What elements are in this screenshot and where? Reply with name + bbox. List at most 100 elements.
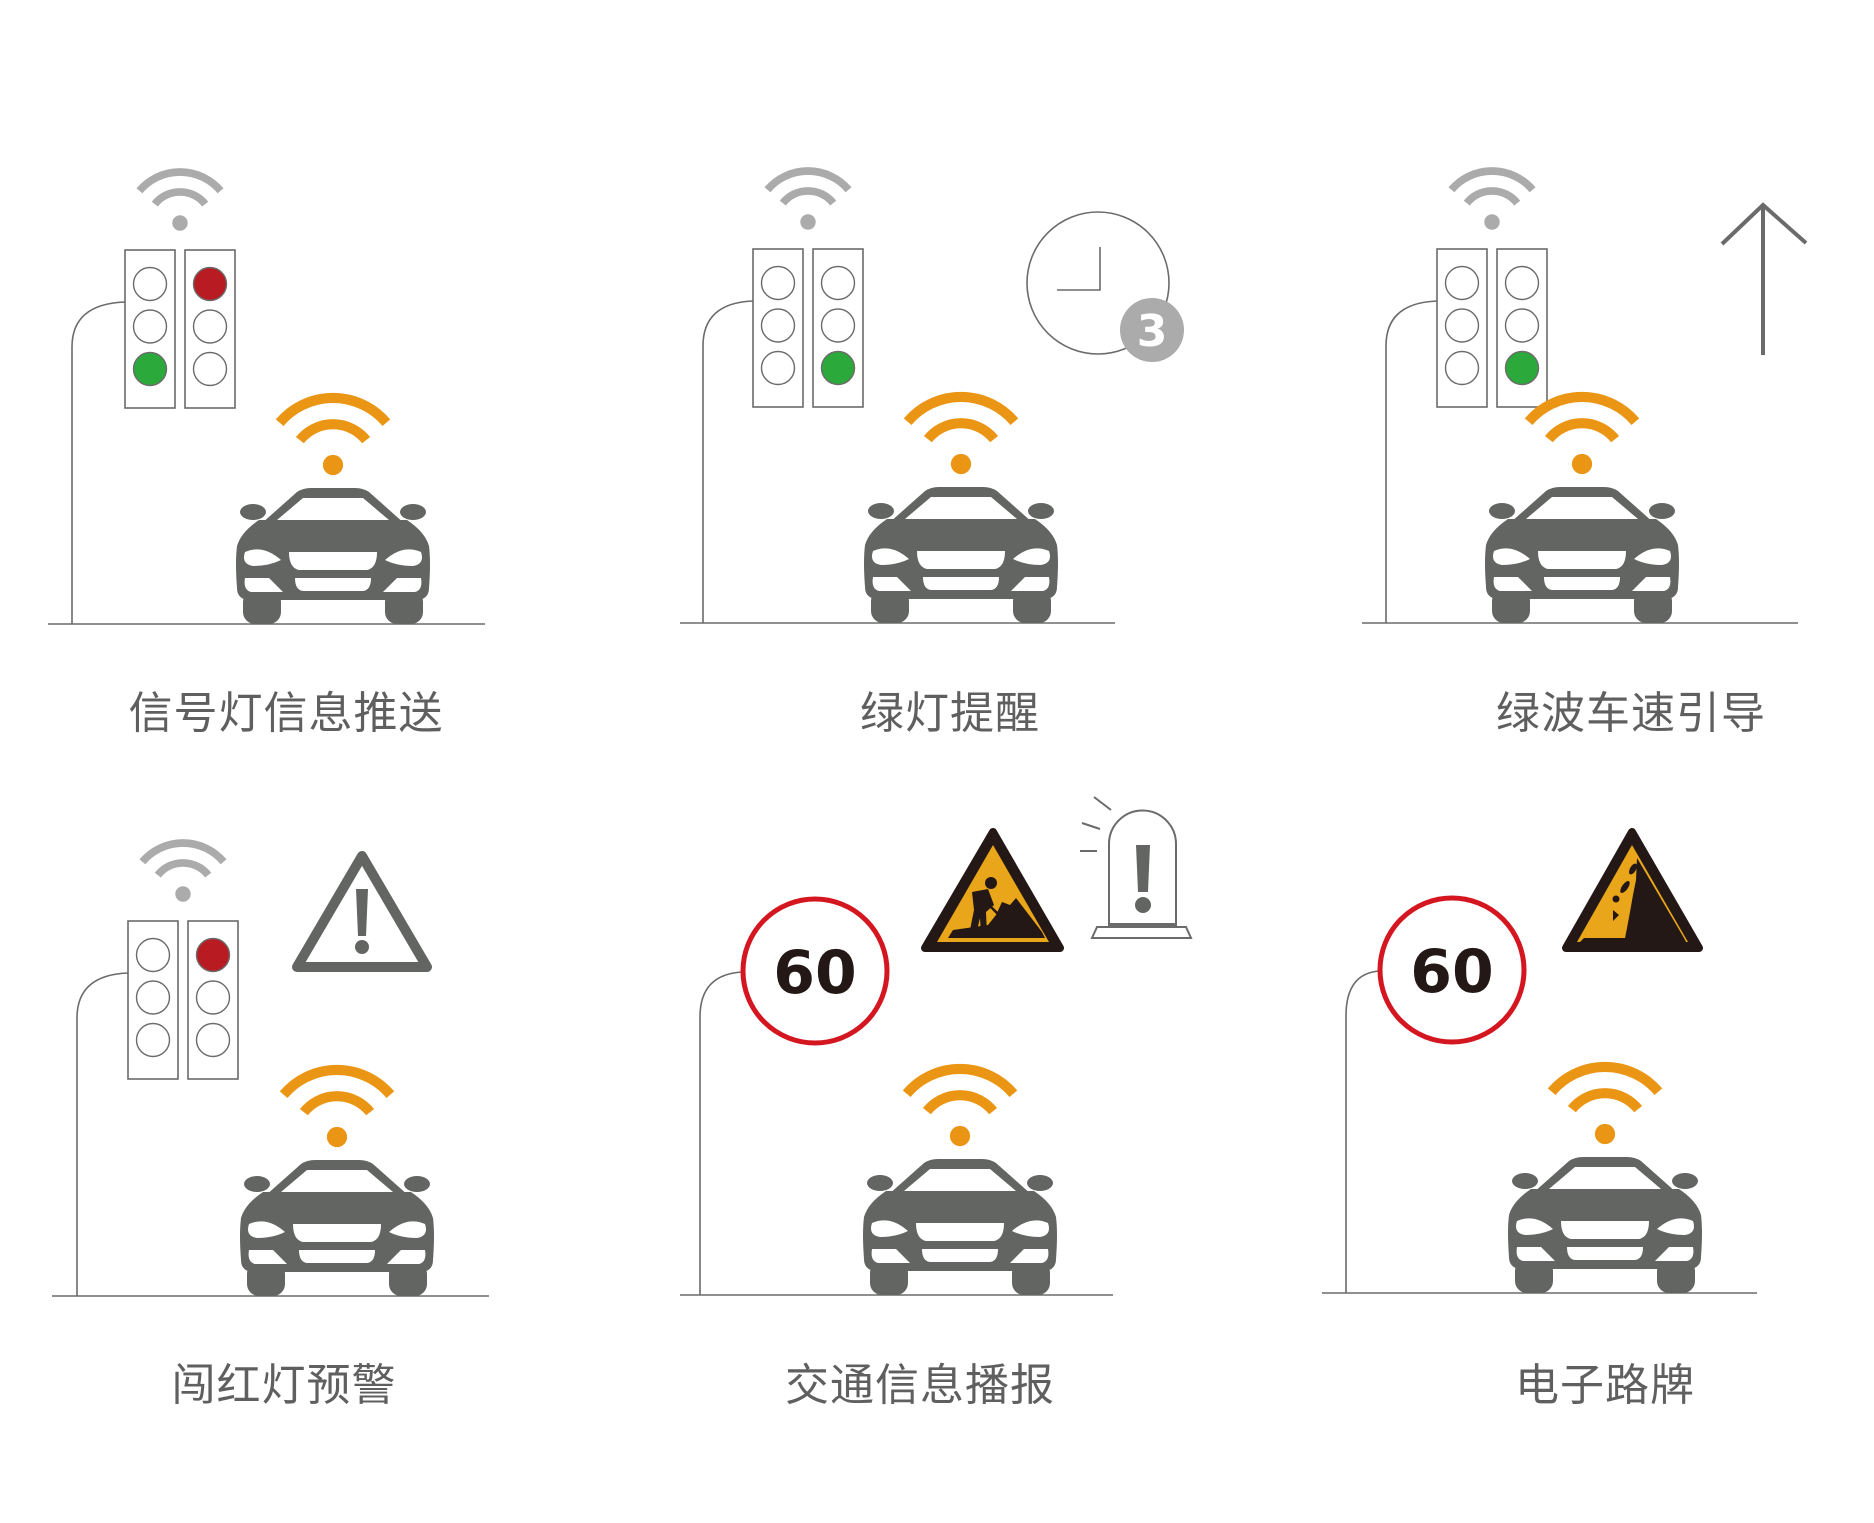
signal-lamp-off (195, 980, 231, 1015)
wifi-arc-inner (779, 187, 837, 206)
car-grille (916, 1223, 1004, 1241)
traffic-light (1436, 248, 1548, 408)
traffic-light-left-head (752, 248, 804, 408)
car-icon (1485, 487, 1679, 623)
signal-lamp-off (195, 1022, 231, 1058)
cell-green-light-reminder: 3 (680, 167, 1184, 624)
scenario-label: 绿灯提醒 (860, 688, 1040, 739)
car-foglight-right (383, 578, 422, 592)
arrow-head (1720, 202, 1808, 246)
roadside-wifi-icon (1448, 167, 1536, 230)
worker-head (985, 877, 997, 889)
car-intake (922, 1249, 998, 1262)
falling-rocks-sign-icon (1562, 828, 1703, 952)
traffic-light (124, 249, 236, 409)
car-icon (240, 1160, 434, 1296)
car-intake (1567, 1247, 1643, 1260)
car-foglight-left (244, 578, 283, 592)
wifi-dot (1594, 1123, 1616, 1145)
wifi-dot (175, 886, 191, 902)
scenario-label: 交通信息播报 (785, 1360, 1055, 1411)
road-works-sign-icon (921, 828, 1064, 952)
car-headlight-right (385, 549, 422, 566)
traffic-light-right-head (187, 920, 239, 1080)
wifi-arc-inner (1463, 187, 1521, 206)
signal-lamp-off (1444, 350, 1480, 386)
up-arrow-icon (1720, 202, 1808, 355)
signal-lamp-off (132, 266, 168, 302)
beacon-exclamation-bar (1136, 845, 1150, 892)
scenario-label: 闯红灯预警 (171, 1360, 397, 1411)
car-grille (917, 551, 1005, 569)
beacon-band (1109, 923, 1176, 928)
cell-signal-info-push (48, 168, 485, 625)
clock-hands (1057, 247, 1101, 291)
countdown-badge: 3 (1120, 298, 1184, 362)
sign-ground (1580, 938, 1686, 942)
car-mirror-left (867, 1175, 893, 1191)
scenario-label: 信号灯信息推送 (128, 688, 444, 739)
signal-lamp-green (1504, 350, 1540, 386)
scenario-label: 电子路牌 (1515, 1360, 1695, 1411)
car-foglight-right (1632, 577, 1671, 591)
beacon-ray (1093, 796, 1112, 811)
car-intake (295, 578, 371, 591)
car-headlight-left (871, 1220, 908, 1237)
car-mirror-right (400, 504, 426, 520)
warning-triangle-icon (292, 851, 432, 972)
signal-lamp-off (132, 309, 168, 344)
countdown-value: 3 (1137, 306, 1168, 357)
wifi-dot (800, 214, 816, 230)
roadside-wifi-icon (136, 168, 224, 231)
signal-lamp-off (1444, 265, 1480, 301)
car-mirror-left (240, 504, 266, 520)
wifi-dot (1484, 214, 1500, 230)
wifi-dot (326, 1126, 348, 1148)
falling-rock (1620, 881, 1630, 893)
car-windshield (1526, 497, 1638, 519)
car-windshield (905, 497, 1017, 519)
signal-lamp-off (135, 937, 171, 973)
wifi-arc-inner (299, 1091, 375, 1116)
pole-line (702, 300, 754, 623)
pole-line (699, 971, 744, 1295)
car-headlight-right (1657, 1218, 1694, 1235)
signal-lamp-red (195, 937, 231, 973)
wifi-arc-inner (151, 188, 209, 207)
wifi-arc-inner (1544, 418, 1620, 443)
car-headlight-right (1013, 548, 1050, 565)
car-windshield (277, 498, 389, 520)
speed-limit-value: 60 (773, 938, 857, 1008)
car-foglight-left (1493, 577, 1532, 591)
worker-body (969, 889, 994, 935)
traffic-light-left-head (127, 920, 179, 1080)
car-headlight-left (872, 548, 909, 565)
car-wifi-icon (275, 392, 391, 476)
wifi-arc-outer (903, 391, 1019, 426)
car-intake (299, 1250, 375, 1263)
car-foglight-right (387, 1250, 426, 1264)
cell-electronic-road-sign: 60 (1322, 828, 1757, 1294)
signal-lamp-off (820, 308, 856, 343)
wifi-arc-outer (136, 168, 224, 194)
signal-lamp-green (820, 350, 856, 386)
car-headlight-left (248, 1221, 285, 1238)
car-icon (863, 1159, 1057, 1295)
wifi-arc-outer (1448, 167, 1536, 193)
car-wifi-icon (279, 1064, 395, 1148)
traffic-light (752, 248, 864, 408)
wifi-arc-inner (923, 418, 999, 443)
traffic-light-right-head (812, 248, 864, 408)
traffic-light (127, 920, 239, 1080)
traffic-light-right-head (1496, 248, 1548, 408)
car-mirror-right (1028, 503, 1054, 519)
cell-traffic-info-broadcast: 60 (680, 796, 1193, 1296)
beacon-ray (1081, 822, 1101, 830)
signal-lamp-green (132, 351, 168, 387)
car-grille (289, 552, 377, 570)
beacon-exclamation-dot (1135, 897, 1151, 913)
signal-lamp-off (760, 350, 796, 386)
beacon-base (1090, 926, 1193, 939)
speed-sign-ring (1377, 895, 1527, 1045)
wifi-dot (950, 453, 972, 475)
